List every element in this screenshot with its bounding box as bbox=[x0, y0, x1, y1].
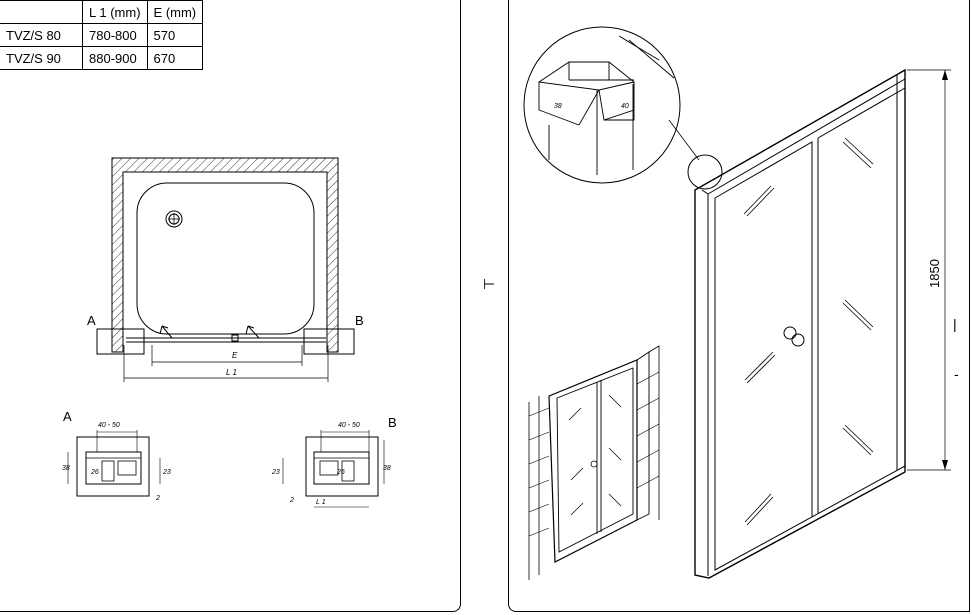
detail-a-drawing: A 40 - 50 38 26 23 2 bbox=[62, 409, 171, 502]
table-cell-l1: 780-800 bbox=[82, 23, 148, 47]
table-header-row: L 1 (mm) E (mm) bbox=[0, 0, 204, 24]
detail-a-label: A bbox=[63, 409, 72, 424]
profile-dim-1: 38 bbox=[554, 103, 562, 110]
door-swing-arrow bbox=[159, 325, 173, 339]
detail-b-dim-inner: 26 bbox=[336, 469, 345, 476]
detail-b-dim-l1: L 1 bbox=[316, 499, 326, 506]
detail-b-label: B bbox=[388, 415, 397, 430]
height-dimension: 1850 bbox=[927, 259, 942, 288]
detail-box-a bbox=[96, 328, 145, 355]
detail-a-dim-side: 23 bbox=[162, 469, 171, 476]
table-header-cell: L 1 (mm) bbox=[82, 0, 148, 24]
detail-b-drawing: B 40 - 50 38 26 23 2 L 1 bbox=[271, 415, 397, 508]
door-swing-arrow bbox=[245, 325, 260, 339]
shower-tray bbox=[136, 182, 315, 335]
profile-detail-zoom: 38 40 bbox=[523, 26, 723, 190]
main-door-frame bbox=[694, 68, 906, 579]
table-row: TVZ/S 80 780-800 570 bbox=[0, 23, 204, 47]
table-cell-l1: 880-900 bbox=[82, 46, 148, 70]
table-row: TVZ/S 90 880-900 670 bbox=[0, 46, 204, 70]
detail-box-b bbox=[303, 328, 355, 355]
detail-a-dim-width: 40 - 50 bbox=[98, 422, 120, 429]
edge-mark: - bbox=[954, 366, 959, 382]
profile-dim-2: 40 bbox=[621, 103, 629, 110]
table-cell-model: TVZ/S 90 bbox=[0, 46, 83, 70]
left-panel: L 1 (mm) E (mm) TVZ/S 80 780-800 570 TVZ… bbox=[0, 0, 461, 612]
detail-a-dim-inner: 26 bbox=[90, 469, 99, 476]
plan-label-a: A bbox=[87, 313, 96, 328]
wall-hatching bbox=[111, 157, 339, 353]
detail-a-dim-height: 38 bbox=[62, 465, 70, 472]
table-cell-model: TVZ/S 80 bbox=[0, 23, 83, 47]
plan-dim-e: E bbox=[232, 351, 238, 360]
detail-b-dim-bottom: 2 bbox=[289, 497, 294, 504]
center-mark: ⊢ bbox=[483, 276, 496, 292]
inset-niche-drawing bbox=[528, 345, 660, 580]
table-cell-e: 670 bbox=[146, 46, 204, 70]
drain-icon bbox=[165, 210, 183, 228]
perspective-drawing: 38 40 bbox=[523, 26, 951, 580]
detail-a-dim-bottom: 2 bbox=[155, 495, 160, 502]
detail-b-dim-height: 38 bbox=[383, 465, 391, 472]
detail-b-dim-width: 40 - 50 bbox=[338, 422, 360, 429]
dimension-table: L 1 (mm) E (mm) TVZ/S 80 780-800 570 TVZ… bbox=[0, 0, 204, 70]
plan-dim-l1: L 1 bbox=[226, 368, 237, 377]
plan-view-drawing: A B E L 1 A 40 - 50 38 26 23 2 bbox=[62, 157, 397, 508]
table-header-cell: E (mm) bbox=[146, 0, 204, 24]
plan-label-b: B bbox=[355, 313, 364, 328]
edge-mark: | bbox=[953, 316, 957, 332]
table-cell-e: 570 bbox=[146, 23, 204, 47]
door-handle-icon bbox=[783, 326, 805, 347]
detail-b-dim-side: 23 bbox=[271, 469, 280, 476]
right-panel: 38 40 bbox=[508, 0, 970, 612]
